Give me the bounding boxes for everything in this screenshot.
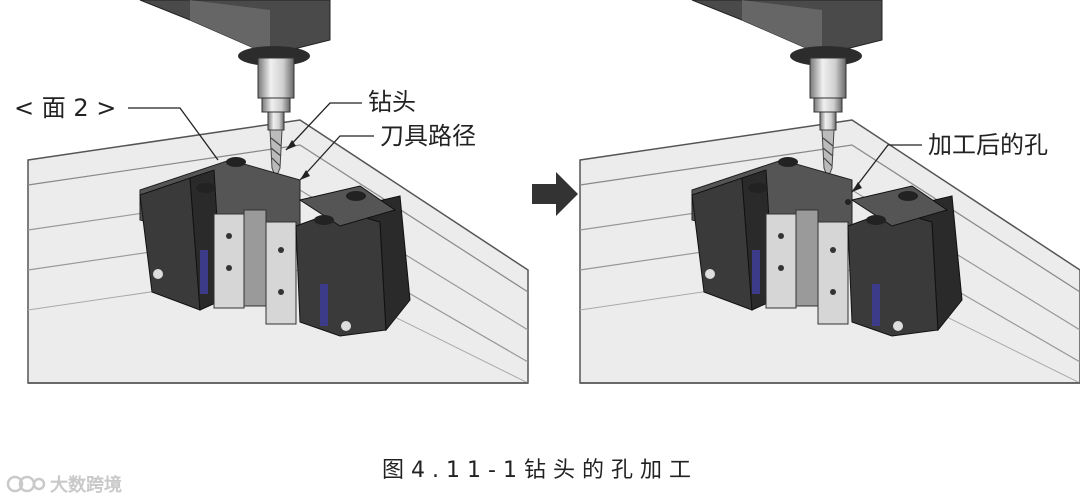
figure-caption: 图4.11-1钻头的孔加工 bbox=[0, 452, 1080, 484]
spindle-head-left bbox=[140, 0, 330, 130]
machined-hole bbox=[845, 199, 851, 205]
spindle-head-right bbox=[692, 0, 882, 130]
label-face-2: < 面 2 > bbox=[14, 96, 116, 120]
watermark-text: 大数跨境 bbox=[50, 471, 122, 497]
watermark-logo-icon bbox=[6, 473, 46, 495]
label-machined-hole: 加工后的孔 bbox=[928, 133, 1048, 157]
right-scene bbox=[580, 0, 1080, 383]
watermark: 大数跨境 bbox=[6, 471, 122, 497]
left-scene bbox=[28, 0, 528, 383]
label-drill-bit: 钻头 bbox=[368, 90, 416, 114]
arrow-right-icon bbox=[532, 172, 578, 216]
label-tool-path: 刀具路径 bbox=[380, 124, 476, 148]
